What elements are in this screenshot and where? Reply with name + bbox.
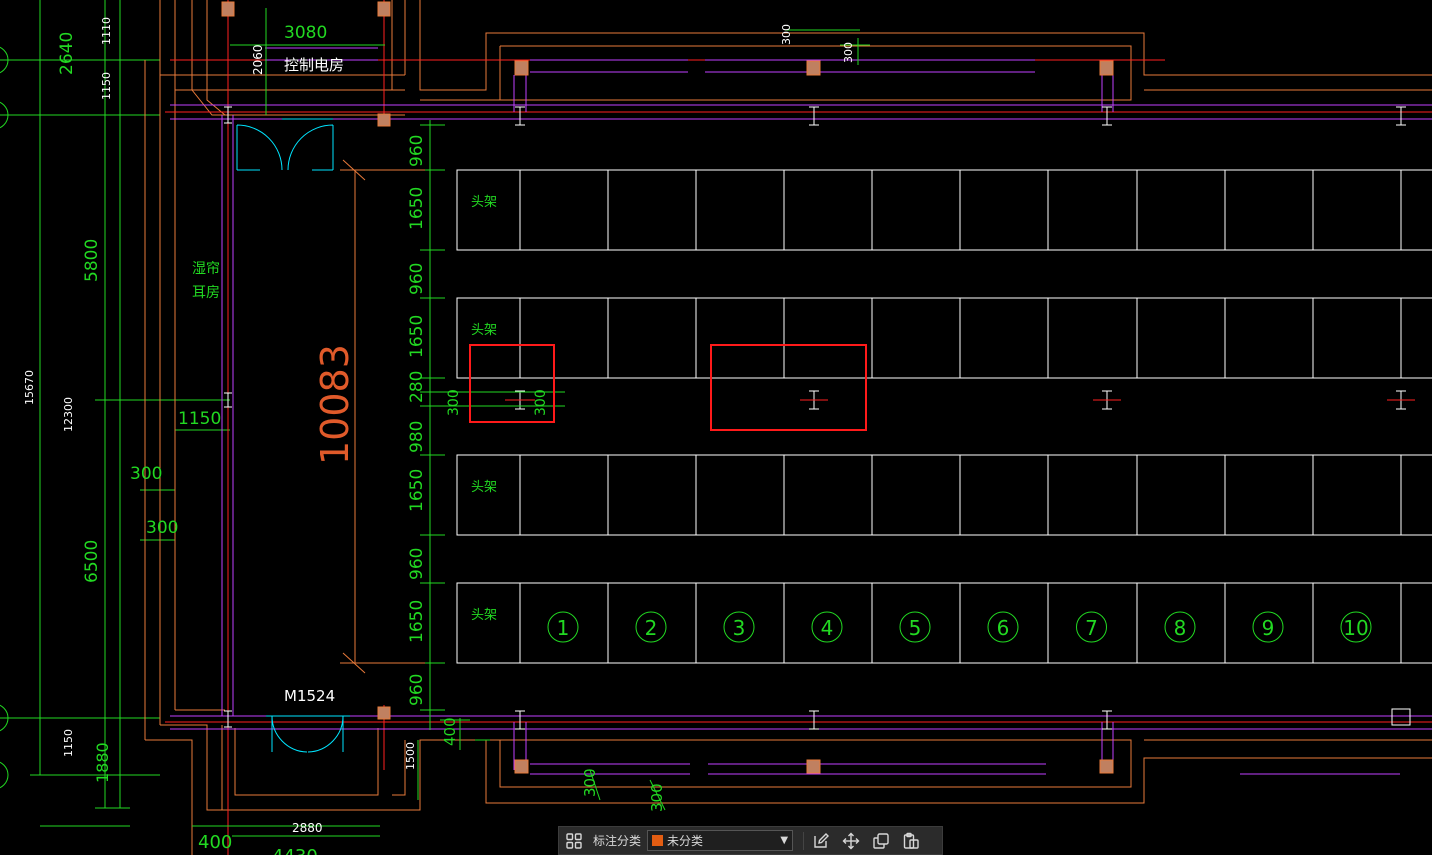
category-color-swatch bbox=[652, 835, 664, 846]
column-number-text: 4 bbox=[821, 616, 834, 640]
dim-400-bottom: 400 bbox=[198, 832, 232, 853]
dim-300-hl-right: 300 bbox=[533, 389, 549, 416]
column-number-circle bbox=[1076, 611, 1107, 643]
column-number-text: 9 bbox=[1262, 616, 1275, 640]
annotation-toolbar: 标注分类 未分类 ▼ bbox=[558, 826, 943, 855]
chevron-down-icon: ▼ bbox=[780, 835, 789, 846]
dim-12300: 12300 bbox=[62, 397, 75, 432]
column-number-circle bbox=[723, 611, 755, 643]
right-dimension-lines bbox=[420, 120, 565, 741]
column-number-circle bbox=[1340, 611, 1372, 643]
dim-300-top-b: 300 bbox=[842, 42, 855, 63]
column-number-circle bbox=[811, 611, 843, 643]
move-icon[interactable] bbox=[836, 827, 866, 854]
dim-1150-top: 1150 bbox=[100, 72, 113, 100]
category-select-value: 未分类 bbox=[667, 834, 704, 848]
dim-2880: 2880 bbox=[292, 821, 323, 835]
dim-300-left-a: 300 bbox=[130, 464, 162, 484]
door-code-label: M1524 bbox=[284, 687, 335, 705]
column-number-text: 7 bbox=[1085, 616, 1098, 640]
dim-r-1650-3: 1650 bbox=[407, 469, 427, 512]
cage-rows bbox=[456, 169, 1432, 664]
annotation-category-select[interactable]: 未分类 ▼ bbox=[647, 830, 794, 851]
column-number-circle bbox=[987, 611, 1019, 643]
edit-icon[interactable] bbox=[806, 827, 836, 854]
side-room-label-2: 耳房 bbox=[192, 285, 220, 301]
dim-300-hl-left: 300 bbox=[446, 389, 462, 416]
column-number-text: 1 bbox=[557, 616, 570, 640]
row-label-2: 头架 bbox=[471, 323, 497, 338]
paste-icon[interactable] bbox=[896, 827, 926, 854]
dim-r-280: 280 bbox=[407, 371, 427, 403]
dim-r-960-1: 960 bbox=[407, 135, 427, 167]
column-number-text: 2 bbox=[645, 616, 658, 640]
top-annex-dimensions bbox=[230, 8, 870, 115]
dim-r-980: 980 bbox=[407, 421, 427, 453]
side-room-label-1: 湿帘 bbox=[192, 261, 220, 277]
grid-menu-icon[interactable] bbox=[559, 827, 589, 854]
dim-300-left-b: 300 bbox=[146, 518, 178, 538]
row-label-4: 头架 bbox=[471, 608, 497, 623]
dim-r-1650-1: 1650 bbox=[407, 187, 427, 230]
annotation-category-label: 标注分类 bbox=[593, 834, 642, 848]
dim-300-bottom-b: 300 bbox=[648, 783, 666, 812]
dim-300-top-a: 300 bbox=[780, 24, 793, 45]
column-number-text: 6 bbox=[997, 616, 1010, 640]
dim-r-1650-4: 1650 bbox=[407, 600, 427, 643]
column-number-circle bbox=[899, 611, 931, 643]
control-room-label: 控制电房 bbox=[284, 56, 344, 74]
row-label-3: 头架 bbox=[471, 480, 497, 495]
dim-1500: 1500 bbox=[404, 742, 417, 770]
main-dimension-line bbox=[340, 159, 425, 674]
bottom-annex-dimensions bbox=[192, 718, 666, 837]
row-label-1: 头架 bbox=[471, 195, 497, 210]
highlight-box-left[interactable] bbox=[469, 344, 555, 423]
column-number-circle bbox=[1164, 611, 1196, 643]
dim-1880: 1880 bbox=[93, 742, 112, 783]
dim-2640: 2640 bbox=[57, 32, 77, 75]
dim-300-bottom-a: 300 bbox=[581, 768, 599, 797]
left-dimension-circles bbox=[0, 46, 9, 789]
dim-15670: 15670 bbox=[23, 370, 36, 405]
column-number-text: 5 bbox=[909, 616, 922, 640]
annex-height-label: 2060 bbox=[251, 44, 265, 75]
walls bbox=[144, 0, 1432, 855]
main-dimension-label: 10083 bbox=[313, 344, 357, 465]
toolbar-divider bbox=[803, 831, 805, 850]
dim-400-vertical: 400 bbox=[441, 717, 459, 746]
copy-icon[interactable] bbox=[866, 827, 896, 854]
column-number-circles: 1 2 3 4 5 6 7 8 9 10 bbox=[547, 611, 1372, 643]
annex-width-label: 3080 bbox=[284, 23, 327, 43]
column-number-text: 8 bbox=[1174, 616, 1187, 640]
column-number-text: 10 bbox=[1343, 616, 1368, 640]
column-number-text: 3 bbox=[733, 616, 746, 640]
dim-r-960-2: 960 bbox=[407, 263, 427, 295]
column-number-circle bbox=[547, 611, 579, 643]
column-number-circle bbox=[1252, 611, 1284, 643]
dim-4430-partial: 4430 bbox=[272, 846, 318, 855]
beam-markers bbox=[224, 106, 1411, 730]
top-annex-window bbox=[236, 118, 334, 171]
pipe-lines bbox=[170, 47, 1432, 775]
dim-1150-bottom: 1150 bbox=[62, 729, 75, 757]
dim-6500: 6500 bbox=[82, 540, 102, 583]
dim-1110: 1110 bbox=[100, 17, 113, 45]
bottom-door bbox=[266, 715, 350, 753]
dim-r-960-3: 960 bbox=[407, 548, 427, 580]
columns bbox=[221, 1, 1114, 774]
dim-r-1650-2: 1650 bbox=[407, 315, 427, 358]
dim-5800: 5800 bbox=[82, 239, 102, 282]
column-number-circle bbox=[635, 611, 667, 643]
cage-dividers bbox=[519, 170, 1402, 663]
selection-highlights[interactable] bbox=[469, 344, 867, 431]
highlight-box-center[interactable] bbox=[710, 344, 867, 431]
dim-r-960-4: 960 bbox=[407, 674, 427, 706]
dim-1150-mid: 1150 bbox=[178, 409, 221, 429]
